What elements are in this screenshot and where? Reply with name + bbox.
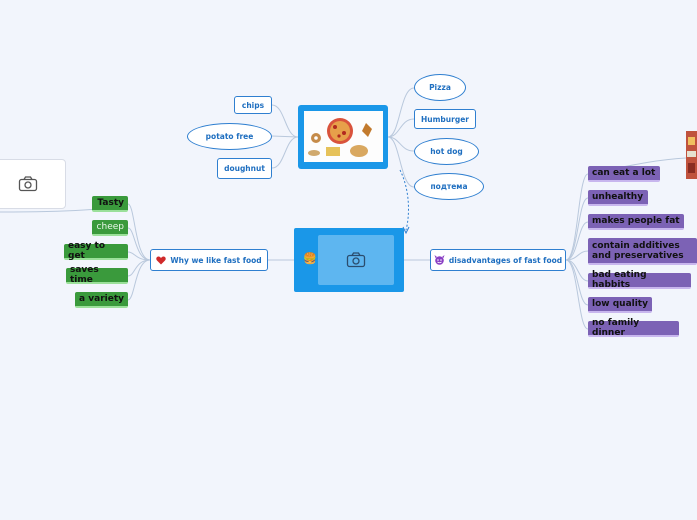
devil-icon [434, 255, 445, 265]
central-topic[interactable]: 🍔 [294, 228, 404, 292]
branch-why-we-like-fast-food[interactable]: Why we like fast food [150, 249, 268, 271]
why-item-cheep[interactable]: cheep [92, 220, 128, 236]
node-humburger[interactable]: Humburger [414, 109, 476, 129]
food-picture-thumbnail [686, 131, 697, 179]
dis-item-low-quality[interactable]: low quality [588, 297, 652, 313]
node-podtema[interactable]: подтема [414, 173, 484, 200]
node-hot-dog[interactable]: hot dog [414, 138, 479, 165]
dis-item-additives-label: contain additives and preservatives [592, 240, 684, 261]
fast-food-picture [304, 111, 383, 162]
image-card-left[interactable] [0, 159, 66, 209]
branch-disadvantages-label: disadvantages of fast food [448, 255, 563, 265]
camera-icon [346, 252, 366, 268]
node-potato-free[interactable]: potato free [187, 123, 272, 150]
fast-food-image-right[interactable] [686, 131, 697, 179]
node-pizza[interactable]: Pizza [414, 74, 466, 101]
heart-icon [156, 256, 167, 264]
dis-item-bad-eating-habbits[interactable]: bad eating habbits [588, 270, 691, 290]
branch-why-label: Why we like fast food [170, 255, 262, 265]
camera-icon [18, 176, 38, 192]
why-item-easy-to-get[interactable]: easy to get [64, 241, 128, 261]
why-item-tasty[interactable]: Tasty [92, 196, 128, 212]
why-item-saves-time[interactable]: saves time [66, 265, 128, 285]
branch-disadvantages[interactable]: disadvantages of fast food [430, 249, 566, 271]
dis-item-unhealthy[interactable]: unhealthy [588, 190, 648, 206]
dis-item-no-family-dinner[interactable]: no family dinner [588, 318, 679, 338]
dis-item-additives[interactable]: contain additives and preservatives [588, 238, 697, 265]
fast-food-image-node[interactable] [298, 105, 388, 169]
central-image-placeholder [318, 235, 394, 285]
node-doughnut[interactable]: doughnut [217, 158, 272, 179]
burger-icon: 🍔 [303, 252, 317, 265]
why-item-a-variety[interactable]: a variety [75, 292, 128, 308]
dis-item-makes-people-fat[interactable]: makes people fat [588, 214, 684, 230]
dis-item-can-eat-a-lot[interactable]: can eat a lot [588, 166, 660, 182]
node-chips[interactable]: chips [234, 96, 272, 114]
